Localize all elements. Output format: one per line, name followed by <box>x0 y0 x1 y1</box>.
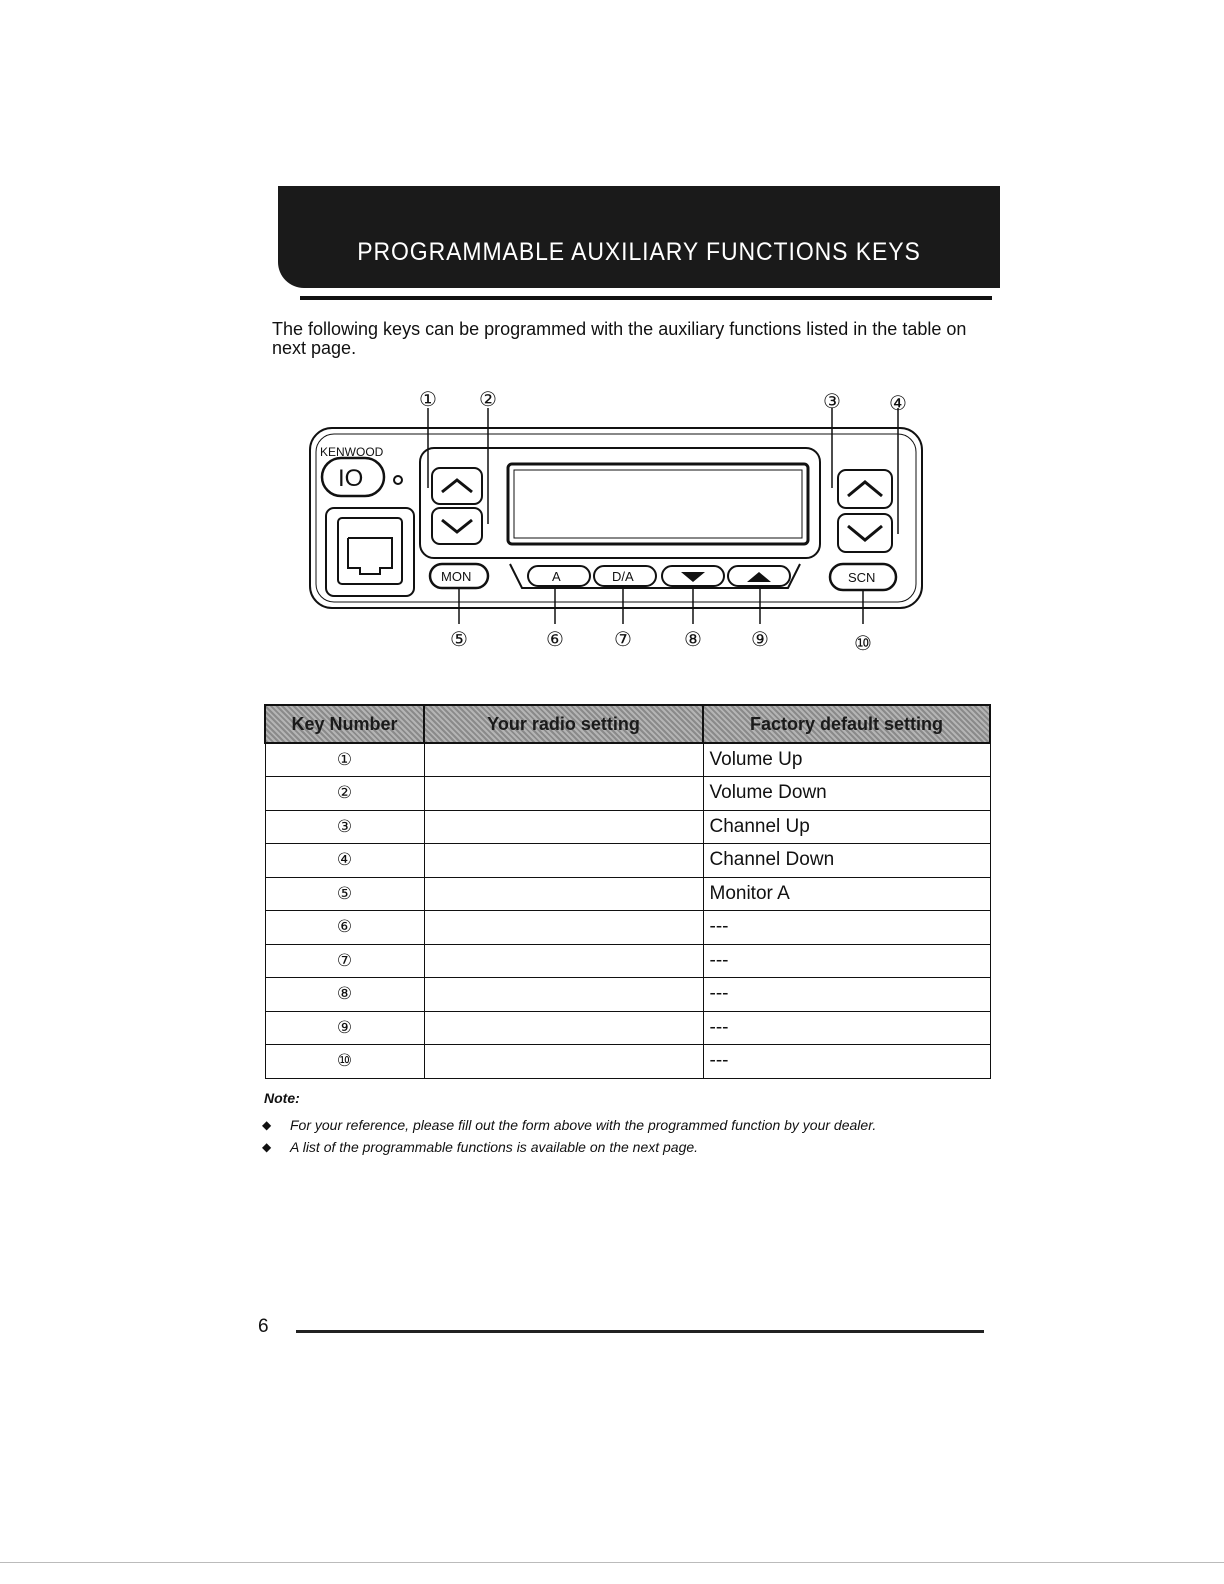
intro-text: The following keys can be programmed wit… <box>272 319 967 358</box>
note-label: Note: <box>264 1090 300 1106</box>
your-setting-cell <box>423 843 704 878</box>
key-number-cell: ⑧ <box>264 977 425 1012</box>
key-number-cell: ⑦ <box>264 943 425 978</box>
key-number-cell: ⑤ <box>264 876 425 911</box>
diamond-bullet-icon: ◆ <box>262 1140 272 1154</box>
table-header-row: Key Number Your radio setting Factory de… <box>264 704 991 744</box>
table-row: ⑧ --- <box>264 977 991 1012</box>
table-row: ⑥ --- <box>264 910 991 945</box>
header-key-number: Key Number <box>264 704 425 744</box>
key-number-cell: ③ <box>264 809 425 844</box>
note-text: For your reference, please fill out the … <box>290 1117 877 1133</box>
key-number-cell: ① <box>264 742 425 777</box>
key-number-cell: ④ <box>264 843 425 878</box>
table-row: ⑤ Monitor A <box>264 876 991 911</box>
your-setting-cell <box>423 910 704 945</box>
default-setting-cell: Monitor A <box>702 876 991 911</box>
callout-8: ⑧ <box>684 627 702 651</box>
power-button-label: IO <box>338 465 363 492</box>
default-setting-cell: Channel Down <box>702 843 991 878</box>
radio-brand-label: KENWOOD <box>320 445 384 459</box>
default-setting-cell: --- <box>702 1010 991 1045</box>
callout-3: ③ <box>823 389 841 413</box>
section-title: PROGRAMMABLE AUXILIARY FUNCTIONS KEYS <box>357 238 921 266</box>
your-setting-cell <box>423 943 704 978</box>
callout-4: ④ <box>889 391 907 415</box>
default-setting-cell: --- <box>702 977 991 1012</box>
key-number-cell: ⑥ <box>264 910 425 945</box>
note-item: ◆ For your reference, please fill out th… <box>262 1114 982 1136</box>
your-setting-cell <box>423 742 704 777</box>
mon-key-label: MON <box>441 569 471 584</box>
note-item: ◆ A list of the programmable functions i… <box>262 1136 982 1158</box>
page-number: 6 <box>258 1316 269 1337</box>
note-list: ◆ For your reference, please fill out th… <box>262 1114 982 1158</box>
diamond-bullet-icon: ◆ <box>262 1118 272 1132</box>
your-setting-cell <box>423 1010 704 1045</box>
default-setting-cell: --- <box>702 910 991 945</box>
key-settings-table: Key Number Your radio setting Factory de… <box>264 704 991 1079</box>
section-banner: PROGRAMMABLE AUXILIARY FUNCTIONS KEYS <box>278 186 1000 288</box>
callout-2: ② <box>479 387 497 411</box>
your-setting-cell <box>423 876 704 911</box>
your-setting-cell <box>423 776 704 811</box>
banner-underline <box>300 296 992 300</box>
note-text: A list of the programmable functions is … <box>290 1139 699 1155</box>
your-setting-cell <box>423 977 704 1012</box>
table-row: ① Volume Up <box>264 742 991 777</box>
callout-7: ⑦ <box>614 627 632 651</box>
page-edge-line <box>0 1562 1224 1563</box>
header-factory-default-setting: Factory default setting <box>702 704 991 744</box>
callout-1: ① <box>419 387 437 411</box>
table-row: ② Volume Down <box>264 776 991 811</box>
scn-key-label: SCN <box>848 570 875 585</box>
callout-9: ⑨ <box>751 627 769 651</box>
table-row: ⑨ --- <box>264 1010 991 1045</box>
callout-6: ⑥ <box>546 627 564 651</box>
radio-front-panel-illustration: KENWOOD IO MON A D/A SCN ① ② ③ ④ ⑤ ⑥ ⑦ ⑧… <box>309 387 923 655</box>
key-number-cell: ② <box>264 776 425 811</box>
a-key-label: A <box>552 569 561 584</box>
table-row: ⑩ --- <box>264 1044 991 1079</box>
default-setting-cell: Volume Up <box>702 742 991 777</box>
default-setting-cell: --- <box>702 943 991 978</box>
da-key-label: D/A <box>612 569 634 584</box>
callout-5: ⑤ <box>450 627 468 651</box>
your-setting-cell <box>423 1044 704 1079</box>
default-setting-cell: Volume Down <box>702 776 991 811</box>
table-row: ③ Channel Up <box>264 809 991 844</box>
callout-10: ⑩ <box>854 631 872 655</box>
table-row: ⑦ --- <box>264 943 991 978</box>
header-your-radio-setting: Your radio setting <box>423 704 704 744</box>
table-row: ④ Channel Down <box>264 843 991 878</box>
default-setting-cell: --- <box>702 1044 991 1079</box>
key-number-cell: ⑩ <box>264 1044 425 1079</box>
footer-rule <box>296 1330 984 1333</box>
your-setting-cell <box>423 809 704 844</box>
default-setting-cell: Channel Up <box>702 809 991 844</box>
key-number-cell: ⑨ <box>264 1010 425 1045</box>
